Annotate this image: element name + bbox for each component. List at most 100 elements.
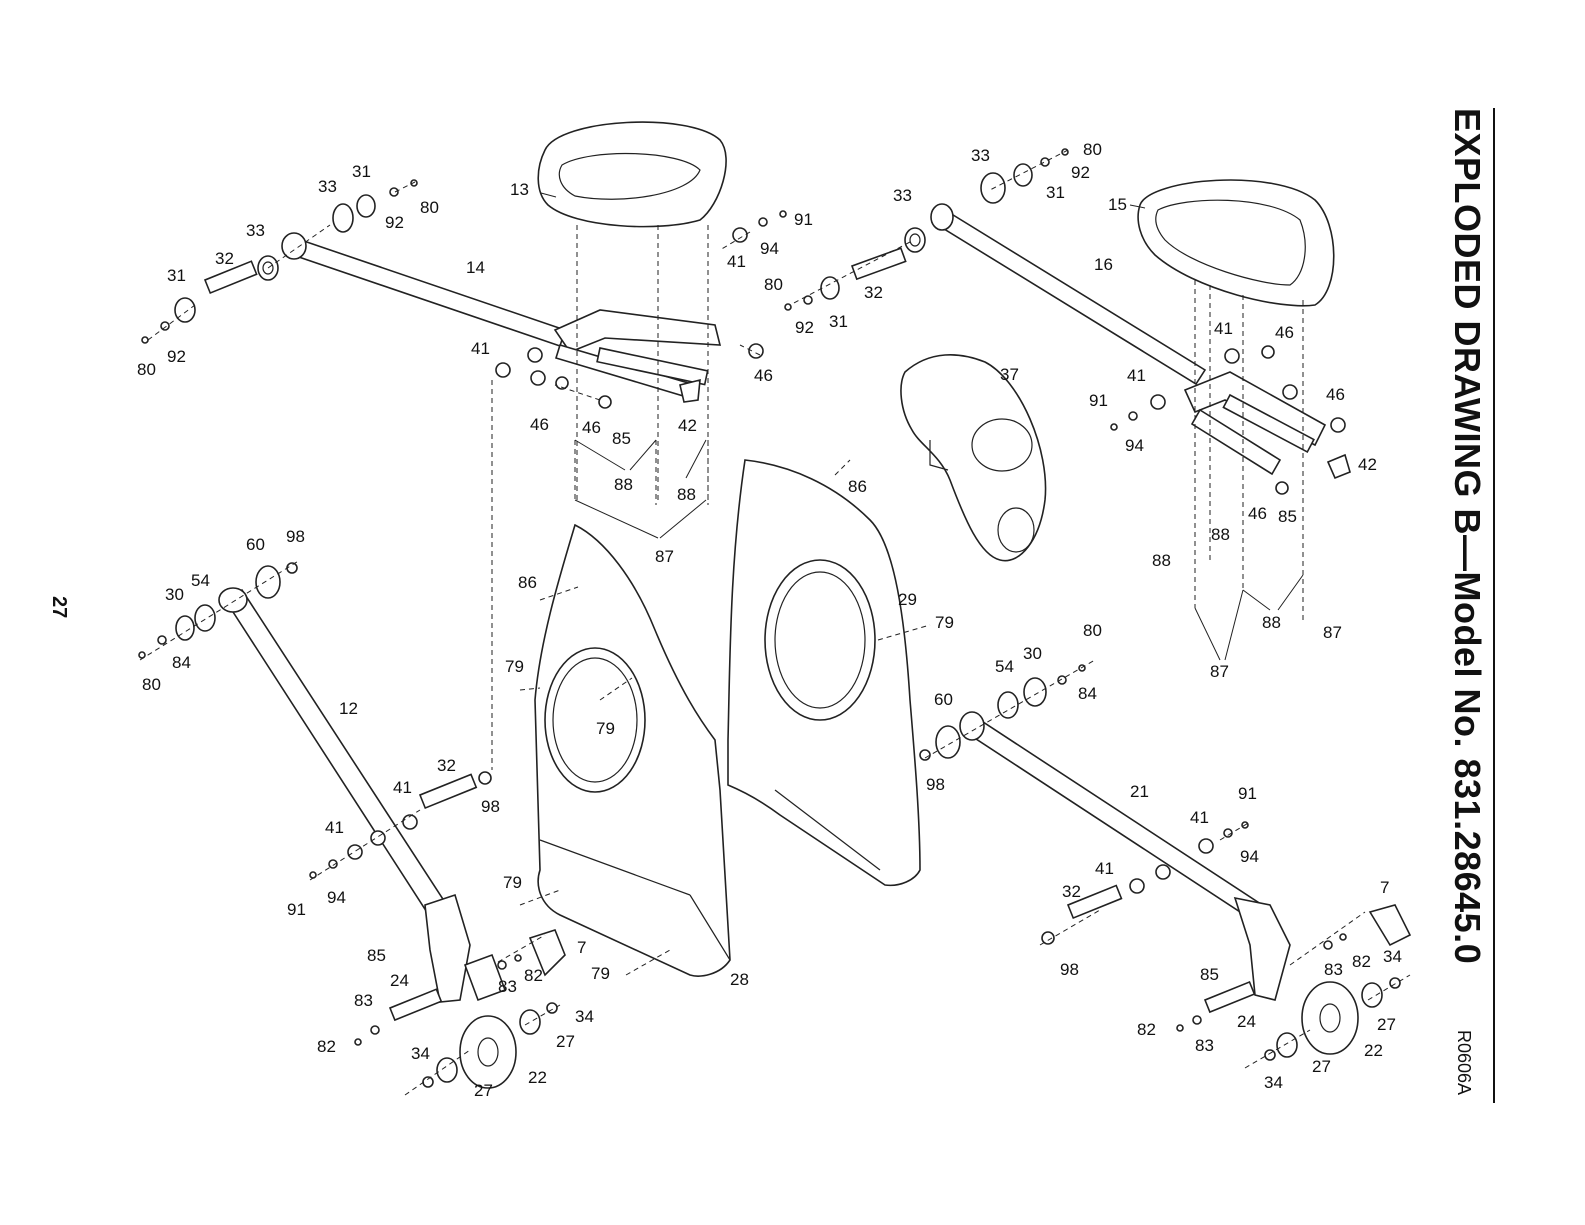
label: 14 [466, 258, 485, 277]
label: 60 [934, 690, 953, 709]
label: 27 [1312, 1057, 1331, 1076]
label: 83 [498, 977, 517, 996]
right-handle-assembly [784, 148, 1351, 661]
label: 46 [754, 366, 773, 385]
left-lower-arm [138, 559, 566, 1096]
label: 91 [1089, 391, 1108, 410]
label: 88 [614, 475, 633, 494]
label: 80 [142, 675, 161, 694]
label: 33 [893, 186, 912, 205]
label: 34 [575, 1007, 594, 1026]
label: 86 [518, 573, 537, 592]
label: 21 [1130, 782, 1149, 801]
left-pulley [459, 1015, 517, 1089]
label: 27 [556, 1032, 575, 1051]
label: 79 [935, 613, 954, 632]
label: 46 [1275, 323, 1294, 342]
label: 31 [1046, 183, 1065, 202]
label: 98 [926, 775, 945, 794]
label: 46 [1326, 385, 1345, 404]
callout-labels: 13 14 31 33 92 80 33 32 31 92 80 91 94 4… [137, 140, 1402, 1100]
label: 29 [898, 590, 917, 609]
label: 83 [354, 991, 373, 1010]
label: 24 [390, 971, 409, 990]
label: 79 [505, 657, 524, 676]
label: 30 [1023, 644, 1042, 663]
label: 80 [137, 360, 156, 379]
label: 54 [995, 657, 1014, 676]
label: 79 [596, 719, 615, 738]
title-rule [1493, 108, 1495, 1103]
label: 83 [1324, 960, 1343, 979]
label: 98 [481, 797, 500, 816]
label: 92 [795, 318, 814, 337]
label: 42 [1358, 455, 1377, 474]
label: 94 [327, 888, 346, 907]
label: 88 [677, 485, 696, 504]
label: 84 [172, 653, 191, 672]
label: 87 [1210, 662, 1229, 681]
label: 31 [167, 266, 186, 285]
label: 34 [1264, 1073, 1283, 1092]
label: 32 [864, 283, 883, 302]
label: 41 [1214, 319, 1233, 338]
center-shrouds [519, 354, 1047, 977]
label: 7 [577, 938, 586, 957]
label: 84 [1078, 684, 1097, 703]
label: 83 [1195, 1036, 1214, 1055]
label: 85 [367, 946, 386, 965]
right-lower-arm [919, 659, 1412, 1069]
label: 91 [287, 900, 306, 919]
label: 82 [1352, 952, 1371, 971]
label: 22 [528, 1068, 547, 1087]
label: 94 [760, 239, 779, 258]
left-handle-assembly [141, 121, 787, 770]
label: 30 [165, 585, 184, 604]
label: 32 [1062, 882, 1081, 901]
label: 31 [829, 312, 848, 331]
label: 82 [524, 966, 543, 985]
label: 85 [612, 429, 631, 448]
label: 60 [246, 535, 265, 554]
label: 92 [1071, 163, 1090, 182]
label: 80 [1083, 140, 1102, 159]
label: 37 [1000, 365, 1019, 384]
label: 27 [1377, 1015, 1396, 1034]
label: 98 [286, 527, 305, 546]
label: 27 [474, 1081, 493, 1100]
label: 41 [1190, 808, 1209, 827]
label: 80 [764, 275, 783, 294]
label: 41 [471, 339, 490, 358]
page-title: EXPLODED DRAWING B—Model No. 831.28645.0 [1447, 108, 1490, 1008]
label: 31 [352, 162, 371, 181]
label: 22 [1364, 1041, 1383, 1060]
label: 92 [167, 347, 186, 366]
label: 41 [727, 252, 746, 271]
page-number: 27 [48, 596, 78, 626]
label: 88 [1262, 613, 1281, 632]
label: 54 [191, 571, 210, 590]
label: 88 [1211, 525, 1230, 544]
label: 85 [1200, 965, 1219, 984]
label: 34 [1383, 947, 1402, 966]
label: 7 [1380, 878, 1389, 897]
drawing-code-text: R0606A [1454, 1030, 1474, 1096]
label: 13 [510, 180, 529, 199]
label: 41 [1127, 366, 1146, 385]
label: 16 [1094, 255, 1113, 274]
label: 41 [1095, 859, 1114, 878]
label: 92 [385, 213, 404, 232]
left-handle-grip [537, 121, 727, 228]
label: 46 [530, 415, 549, 434]
label: 80 [1083, 621, 1102, 640]
label: 41 [325, 818, 344, 837]
label: 42 [678, 416, 697, 435]
label: 91 [794, 210, 813, 229]
label: 41 [393, 778, 412, 797]
label: 24 [1237, 1012, 1256, 1031]
drawing-code: R0606A [1452, 1030, 1482, 1110]
label: 15 [1108, 195, 1127, 214]
label: 28 [730, 970, 749, 989]
label: 34 [411, 1044, 430, 1063]
